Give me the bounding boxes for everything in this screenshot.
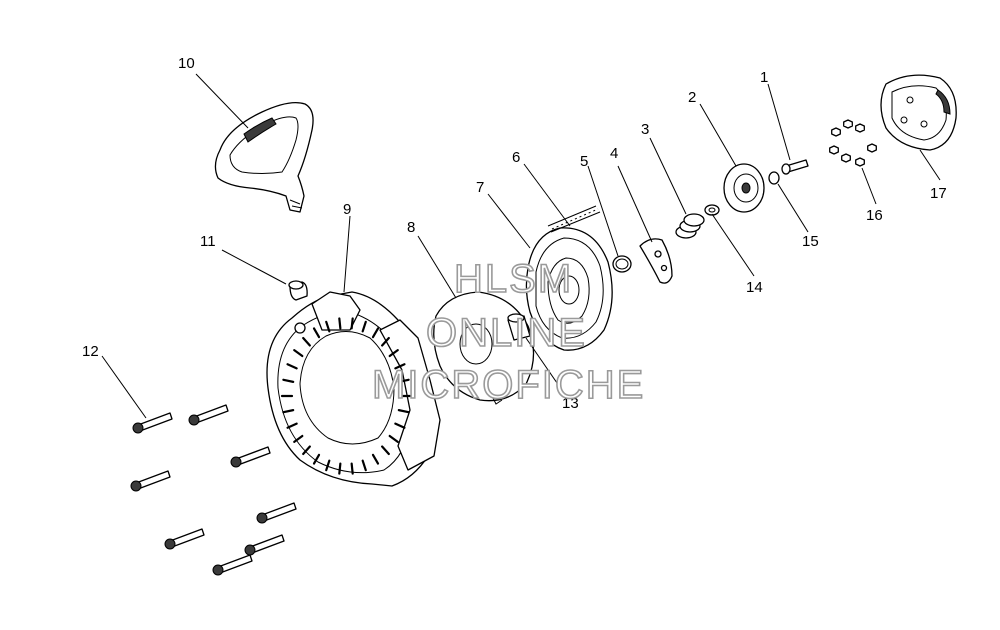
part-15-washer[interactable] [768, 171, 780, 185]
vent-slot [293, 434, 304, 443]
callout-labels: 1 2 3 4 5 6 7 8 9 10 11 12 13 14 15 16 1… [82, 55, 947, 412]
callout-9: 9 [343, 201, 351, 218]
part-5-spring[interactable] [612, 255, 632, 273]
vent-slot [394, 363, 406, 370]
housing-vents [280, 317, 412, 475]
part-10-starter-handle[interactable] [214, 101, 314, 213]
watermark-line-1: HLSM [454, 257, 573, 301]
vent-slot [388, 349, 399, 358]
nut [855, 123, 865, 133]
callout-11: 11 [200, 233, 216, 250]
callout-14: 14 [746, 279, 763, 296]
vent-slot [361, 320, 367, 333]
leader-lines [101, 73, 941, 419]
callout-7: 7 [476, 179, 484, 196]
bolt [244, 534, 285, 556]
watermark-line-2: ONLINE [426, 311, 587, 355]
watermark-line-3: MICROFICHE [372, 363, 645, 407]
bolt [164, 528, 205, 550]
vent-slot [338, 462, 342, 475]
bolt [130, 470, 171, 492]
vent-slot [325, 459, 331, 472]
part-3-coil-spring[interactable] [675, 213, 705, 239]
vent-slot [381, 336, 390, 347]
nut [843, 119, 853, 129]
bolt [188, 404, 229, 426]
part-9-starter-housing[interactable] [266, 291, 441, 487]
part-12-bolts[interactable] [130, 404, 297, 576]
part-1-screw[interactable] [781, 159, 809, 175]
callout-5: 5 [580, 153, 588, 170]
vent-slot [338, 317, 342, 330]
callout-6: 6 [512, 149, 520, 166]
callout-8: 8 [407, 219, 415, 236]
callout-17: 17 [930, 185, 947, 202]
callout-16: 16 [866, 207, 883, 224]
vent-slot [293, 349, 304, 358]
nut [829, 145, 839, 155]
vent-slot [312, 327, 321, 339]
vent-slot [371, 453, 380, 465]
vent-slot [350, 317, 354, 330]
vent-slot [282, 409, 295, 414]
bolt [212, 554, 253, 576]
callout-15: 15 [802, 233, 819, 250]
vent-slot [361, 459, 367, 472]
nut [831, 127, 841, 137]
vent-slot [325, 320, 331, 333]
vent-slot [371, 327, 380, 339]
callout-12: 12 [82, 343, 99, 360]
part-17-cup[interactable] [880, 74, 957, 151]
bolt [256, 502, 297, 524]
vent-slot [286, 422, 298, 429]
vent-slot [397, 409, 410, 414]
callout-13: 13 [562, 395, 579, 412]
nut [855, 157, 865, 167]
part-16-nuts[interactable] [829, 119, 877, 167]
part-6-rope[interactable] [547, 205, 601, 233]
callout-2: 2 [688, 89, 696, 106]
vent-slot [394, 422, 406, 429]
vent-slot [302, 336, 311, 347]
vent-slot [388, 434, 399, 443]
part-14-washer[interactable] [704, 204, 720, 216]
vent-slot [381, 445, 390, 456]
part-4-ratchet[interactable] [639, 238, 673, 284]
vent-slot [302, 445, 311, 456]
callout-4: 4 [610, 145, 618, 162]
vent-slot [312, 453, 321, 465]
part-13-pin[interactable] [507, 313, 531, 341]
part-2-cover-plate[interactable] [723, 163, 765, 213]
bolt [230, 446, 271, 468]
callout-10: 10 [178, 55, 195, 72]
vent-slot [286, 363, 298, 370]
nut [867, 143, 877, 153]
watermark: HLSM ONLINE MICROFICHE [371, 256, 645, 408]
callout-1: 1 [760, 69, 768, 86]
nut [841, 153, 851, 163]
bolt [132, 412, 173, 434]
vent-slot [282, 378, 295, 383]
callout-3: 3 [641, 121, 649, 138]
vent-slot [397, 378, 410, 383]
vent-slot [350, 462, 354, 475]
part-11-cap[interactable] [288, 280, 308, 301]
